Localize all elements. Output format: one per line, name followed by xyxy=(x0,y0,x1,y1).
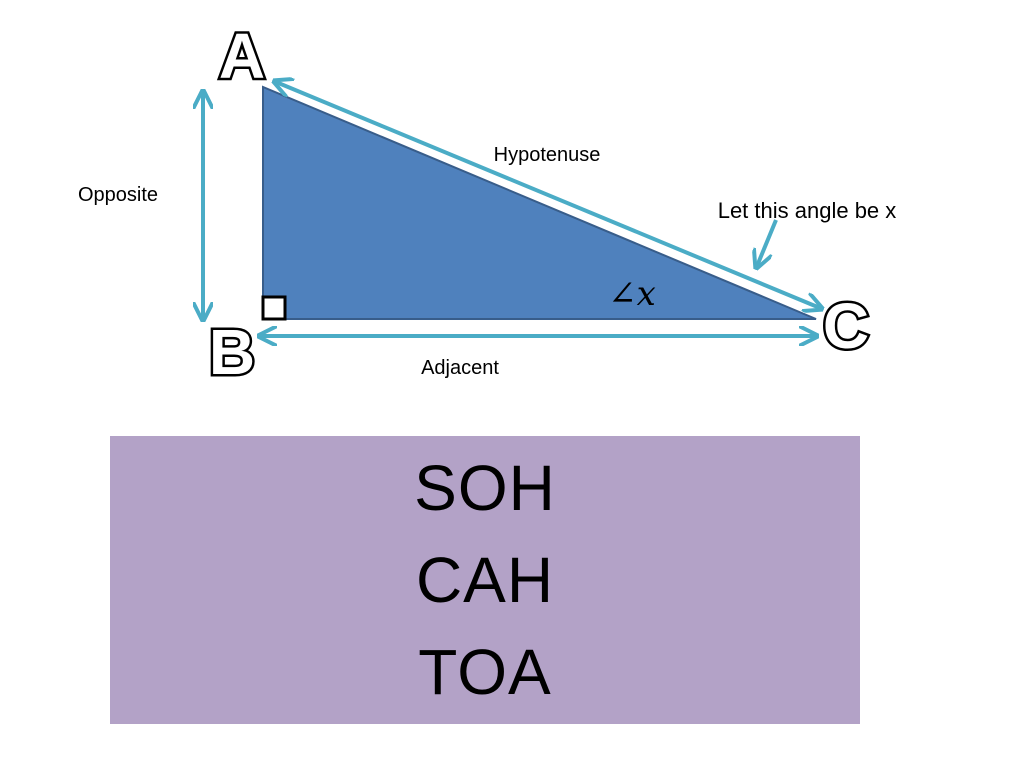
vertex-c-label: C xyxy=(823,290,869,362)
hypotenuse-arrow xyxy=(276,82,820,308)
angle-callout-label: Let this angle be x xyxy=(718,198,897,223)
mnemonic-toa: TOA xyxy=(418,636,552,708)
angle-callout-arrow xyxy=(757,219,778,266)
hypotenuse-label: Hypotenuse xyxy=(494,144,601,166)
mnemonic-cah: CAH xyxy=(415,544,555,616)
adjacent-label: Adjacent xyxy=(421,357,499,379)
soh-cah-toa-box: SOH CAH TOA xyxy=(110,436,860,724)
vertex-b-label: B xyxy=(209,316,255,388)
angle-x-label: ∠x xyxy=(608,274,656,314)
mnemonic-soh: SOH xyxy=(414,452,556,524)
right-angle-marker xyxy=(261,295,287,321)
vertex-a-label: A xyxy=(219,20,265,92)
opposite-label: Opposite xyxy=(78,184,158,206)
right-triangle-diagram: A B C Opposite Hypotenuse Adjacent Let t… xyxy=(78,18,897,391)
